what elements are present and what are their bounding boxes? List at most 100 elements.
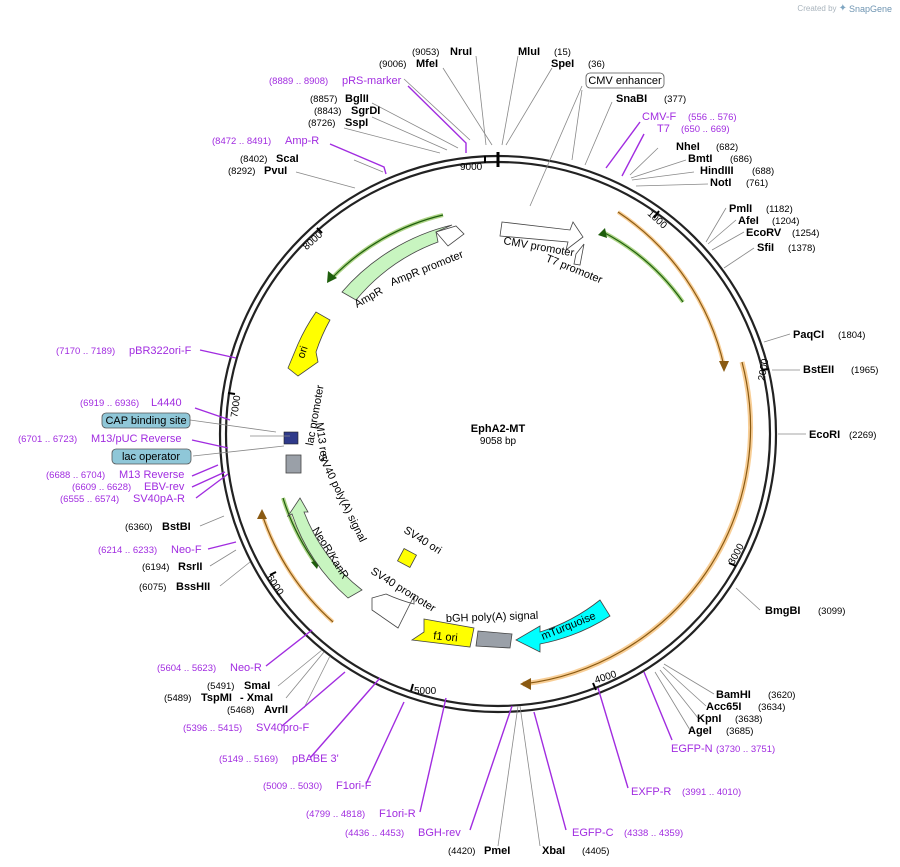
enzyme-pos-bamhi: (3620) <box>768 690 795 701</box>
enzyme-labels: (9053) NruI (9006) MfeI MluI (15) SpeI (… <box>125 46 878 857</box>
primer-name-ebv-rev: EBV-rev <box>144 481 185 493</box>
bgh-polya-feature <box>475 630 513 649</box>
snapgene-credit: Created by ✦ SnapGene <box>797 3 892 14</box>
feature-label-ori: ori <box>295 345 310 360</box>
primer-name-cmv-f: CMV-F <box>642 111 677 123</box>
enzyme-pos-mfei: (9006) <box>379 59 406 70</box>
primer-pos-amp-r: (8472 .. 8491) <box>212 136 271 147</box>
primer-pos-t7: (650 .. 669) <box>681 124 730 135</box>
plasmid-size: 9058 bp <box>480 436 517 447</box>
enzyme-name-ecori: EcoRI <box>809 429 840 441</box>
primer-pos-pbabe-3: (5149 .. 5169) <box>219 754 278 765</box>
enzyme-name-scai: ScaI <box>276 153 299 165</box>
credit-text: Created by <box>797 4 837 13</box>
primer-pos-neo-f: (6214 .. 6233) <box>98 545 157 556</box>
feature-label-m13-rev: M13 rev <box>313 422 330 464</box>
primer-name-pbabe-3: pBABE 3' <box>292 753 339 765</box>
enzyme-pos-avrii: (5468) <box>227 705 254 716</box>
enzyme-name-pmli: PmlI <box>729 203 752 215</box>
enzyme-name-tspmi: TspMI <box>201 692 232 704</box>
primer-pos-bgh-rev: (4436 .. 4453) <box>345 828 404 839</box>
enzyme-name-acc65i: Acc65I <box>706 701 741 713</box>
enzyme-name-mlui: MluI <box>518 46 540 58</box>
enzyme-name-spei: SpeI <box>551 58 574 70</box>
mturquoise-feature <box>515 599 611 653</box>
primer-pos-exfp-r: (3991 .. 4010) <box>682 787 741 798</box>
primer-name-sv40pa-r: SV40pA-R <box>133 493 185 505</box>
enzyme-name-nhei: NheI <box>676 141 700 153</box>
tick-label-6000: 6000 <box>264 573 286 598</box>
enzyme-pos-sfii: (1378) <box>788 243 815 254</box>
enzyme-pos-acc65i: (3634) <box>758 702 785 713</box>
enzyme-pos-pmei: (4420) <box>448 846 475 857</box>
enzyme-name-bamhi: BamHI <box>716 689 751 701</box>
primer-pos-m13-reverse: (6688 .. 6704) <box>46 470 105 481</box>
tick-label-2000: 2000 <box>757 358 772 382</box>
enzyme-pos-pvui: (8292) <box>228 166 255 177</box>
feature-label-f1-ori: f1 ori <box>433 630 459 644</box>
primer-name-f1ori-r: F1ori-R <box>379 808 416 820</box>
primer-pos-ebv-rev: (6609 .. 6628) <box>72 482 131 493</box>
enzyme-name-sgrdi: SgrDI <box>351 105 380 117</box>
credit-brand: SnapGene <box>848 3 892 14</box>
enzyme-pos-ecorv: (1254) <box>792 228 819 239</box>
enzyme-name-smai: SmaI <box>244 680 270 692</box>
enzyme-pos-bsteii: (1965) <box>851 365 878 376</box>
primer-pos-m13puc-reverse: (6701 .. 6723) <box>18 434 77 445</box>
primer-pos-sv40pro-f: (5396 .. 5415) <box>183 723 242 734</box>
enzyme-name-kpni: KpnI <box>697 713 721 725</box>
f1-ori-feature <box>410 618 475 648</box>
cmv-enhancer-label: CMV enhancer <box>588 75 662 87</box>
plasmid-title: EphA2-MT 9058 bp <box>471 423 526 447</box>
enzyme-pos-sspi: (8726) <box>308 118 335 129</box>
enzyme-name-bmti: BmtI <box>688 153 712 165</box>
snapgene-logo-icon: ✦ <box>838 3 847 14</box>
enzyme-name-ecorv: EcoRV <box>746 227 782 239</box>
primer-pos-prs-marker: (8889 .. 8908) <box>269 76 328 87</box>
primer-pos-neo-r: (5604 .. 5623) <box>157 663 216 674</box>
cmv-enhancer-box <box>585 72 665 89</box>
boxed-labels: CMV enhancer CAP binding site lac operat… <box>101 72 665 465</box>
enzyme-name-snabi: SnaBI <box>616 93 647 105</box>
lac-operator-label: lac operator <box>122 451 180 463</box>
green-arc-3 <box>282 497 317 565</box>
orf-arc-2-arrowhead <box>520 678 531 690</box>
enzyme-name-xmai: - XmaI <box>240 692 273 704</box>
primer-name-exfp-r: EXFP-R <box>631 786 671 798</box>
enzyme-pos-nhei: (682) <box>716 142 738 153</box>
orf-arc-2 <box>522 361 752 685</box>
primer-labels: (8889 .. 8908) pRS-marker (8472 .. 8491)… <box>18 75 775 839</box>
enzyme-name-noti: NotI <box>710 177 731 189</box>
enzyme-name-rsrii: RsrII <box>178 561 202 573</box>
primer-name-prs-marker: pRS-marker <box>342 75 402 87</box>
primer-name-m13puc-reverse: M13/pUC Reverse <box>91 433 181 445</box>
enzyme-pos-ecori: (2269) <box>849 430 876 441</box>
primer-name-f1ori-f: F1ori-F <box>336 780 372 792</box>
feature-label-t7-promoter: T7 promoter <box>544 253 604 287</box>
orf-arc-3-arrowhead <box>257 509 267 519</box>
enzyme-name-bstbi: BstBI <box>162 521 191 533</box>
enzyme-pos-kpni: (3638) <box>735 714 762 725</box>
enzyme-name-nrui: NruI <box>450 46 472 58</box>
primer-name-sv40pro-f: SV40pro-F <box>256 722 309 734</box>
plasmid-name: EphA2-MT <box>471 423 526 435</box>
tick-label-7000: 7000 <box>229 394 243 418</box>
enzyme-pos-spei: (36) <box>588 59 605 70</box>
primer-name-m13-reverse: M13 Reverse <box>119 469 184 481</box>
enzyme-pos-agei: (3685) <box>726 726 753 737</box>
enzyme-name-paqci: PaqCI <box>793 329 824 341</box>
ori-feature <box>287 311 331 377</box>
tick-label-5000: 5000 <box>414 686 437 697</box>
primer-pos-sv40pa-r: (6555 .. 6574) <box>60 494 119 505</box>
primer-pos-f1ori-f: (5009 .. 5030) <box>263 781 322 792</box>
enzyme-pos-bmgbi: (3099) <box>818 606 845 617</box>
primer-pos-cmv-f: (556 .. 576) <box>688 112 737 123</box>
enzyme-pos-noti: (761) <box>746 178 768 189</box>
enzyme-pos-scai: (8402) <box>240 154 267 165</box>
primer-pos-pbr322ori-f: (7170 .. 7189) <box>56 346 115 357</box>
primer-name-t7: T7 <box>657 123 670 135</box>
leader-lines <box>189 55 806 847</box>
enzyme-pos-hindiii: (688) <box>752 166 774 177</box>
enzyme-name-afei: AfeI <box>738 215 759 227</box>
primer-name-egfp-c: EGFP-C <box>572 827 614 839</box>
